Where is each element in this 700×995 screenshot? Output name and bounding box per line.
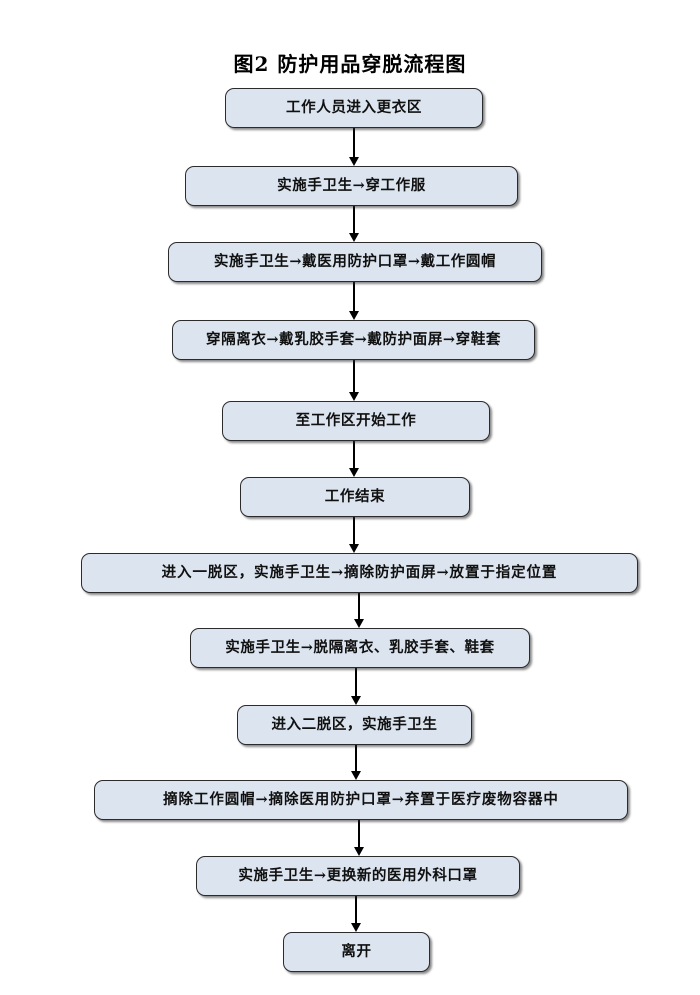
arrowhead-icon — [350, 771, 361, 780]
flow-connector-n11-to-n12 — [349, 896, 363, 932]
flow-connector-n2-to-n3 — [347, 206, 361, 242]
arrowhead-icon — [350, 923, 361, 932]
arrowhead-icon — [353, 619, 364, 628]
arrowhead-icon — [353, 847, 364, 856]
flow-node-label: 穿隔离衣→戴乳胶手套→戴防护面屏→穿鞋套 — [206, 330, 501, 348]
flow-node-label: 离开 — [341, 942, 372, 960]
flow-node-n7[interactable]: 进入一脱区，实施手卫生→摘除防护面屏→放置于指定位置 — [81, 553, 638, 593]
flow-node-label: 进入一脱区，实施手卫生→摘除防护面屏→放置于指定位置 — [161, 563, 558, 581]
flow-node-label: 工作结束 — [324, 487, 386, 505]
flow-node-n5[interactable]: 至工作区开始工作 — [222, 401, 490, 441]
arrowhead-icon — [350, 696, 361, 705]
connector-line — [355, 745, 357, 772]
page-title: 图2 防护用品穿脱流程图 — [233, 52, 467, 76]
flow-node-label: 进入二脱区，实施手卫生 — [271, 715, 438, 733]
flow-node-n9[interactable]: 进入二脱区，实施手卫生 — [237, 705, 472, 745]
arrowhead-icon — [348, 233, 359, 242]
arrowhead-icon — [348, 468, 359, 477]
arrowhead-icon — [348, 392, 359, 401]
flow-node-n10[interactable]: 摘除工作圆帽→摘除医用防护口罩→弃置于医疗废物容器中 — [94, 780, 628, 820]
flow-node-n2[interactable]: 实施手卫生→穿工作服 — [185, 166, 518, 206]
flow-connector-n7-to-n8 — [352, 593, 366, 628]
flow-connector-n8-to-n9 — [349, 668, 363, 705]
connector-line — [353, 360, 355, 393]
flow-node-n8[interactable]: 实施手卫生→脱隔离衣、乳胶手套、鞋套 — [190, 628, 530, 668]
flow-connector-n4-to-n5 — [347, 360, 361, 401]
flow-node-n12[interactable]: 离开 — [283, 932, 430, 972]
connector-line — [353, 206, 355, 234]
flow-connector-n3-to-n4 — [347, 282, 361, 320]
connector-line — [353, 128, 355, 158]
arrowhead-icon — [348, 544, 359, 553]
connector-line — [353, 441, 355, 469]
connector-line — [355, 896, 357, 924]
connector-line — [353, 282, 355, 312]
connector-line — [355, 668, 357, 697]
connector-line — [353, 517, 355, 545]
flow-node-label: 实施手卫生→更换新的医用外科口罩 — [238, 866, 478, 884]
flow-node-n6[interactable]: 工作结束 — [240, 477, 470, 517]
flow-node-label: 工作人员进入更衣区 — [286, 98, 422, 116]
flow-node-label: 实施手卫生→戴医用防护口罩→戴工作圆帽 — [213, 252, 497, 270]
arrowhead-icon — [348, 311, 359, 320]
flow-connector-n9-to-n10 — [349, 745, 363, 780]
flow-node-n11[interactable]: 实施手卫生→更换新的医用外科口罩 — [196, 856, 520, 896]
flow-node-label: 实施手卫生→脱隔离衣、乳胶手套、鞋套 — [225, 638, 495, 656]
arrowhead-icon — [348, 157, 359, 166]
flow-node-n3[interactable]: 实施手卫生→戴医用防护口罩→戴工作圆帽 — [168, 242, 542, 282]
flow-node-label: 摘除工作圆帽→摘除医用防护口罩→弃置于医疗废物容器中 — [163, 790, 559, 808]
connector-line — [358, 820, 360, 848]
flow-connector-n1-to-n2 — [347, 128, 361, 166]
flow-connector-n6-to-n7 — [347, 517, 361, 553]
flow-node-n4[interactable]: 穿隔离衣→戴乳胶手套→戴防护面屏→穿鞋套 — [172, 320, 535, 360]
flow-connector-n5-to-n6 — [347, 441, 361, 477]
flow-node-n1[interactable]: 工作人员进入更衣区 — [225, 88, 483, 128]
connector-line — [358, 593, 360, 620]
flow-node-label: 实施手卫生→穿工作服 — [277, 176, 426, 194]
flow-node-label: 至工作区开始工作 — [295, 411, 417, 429]
flow-connector-n10-to-n11 — [352, 820, 366, 856]
